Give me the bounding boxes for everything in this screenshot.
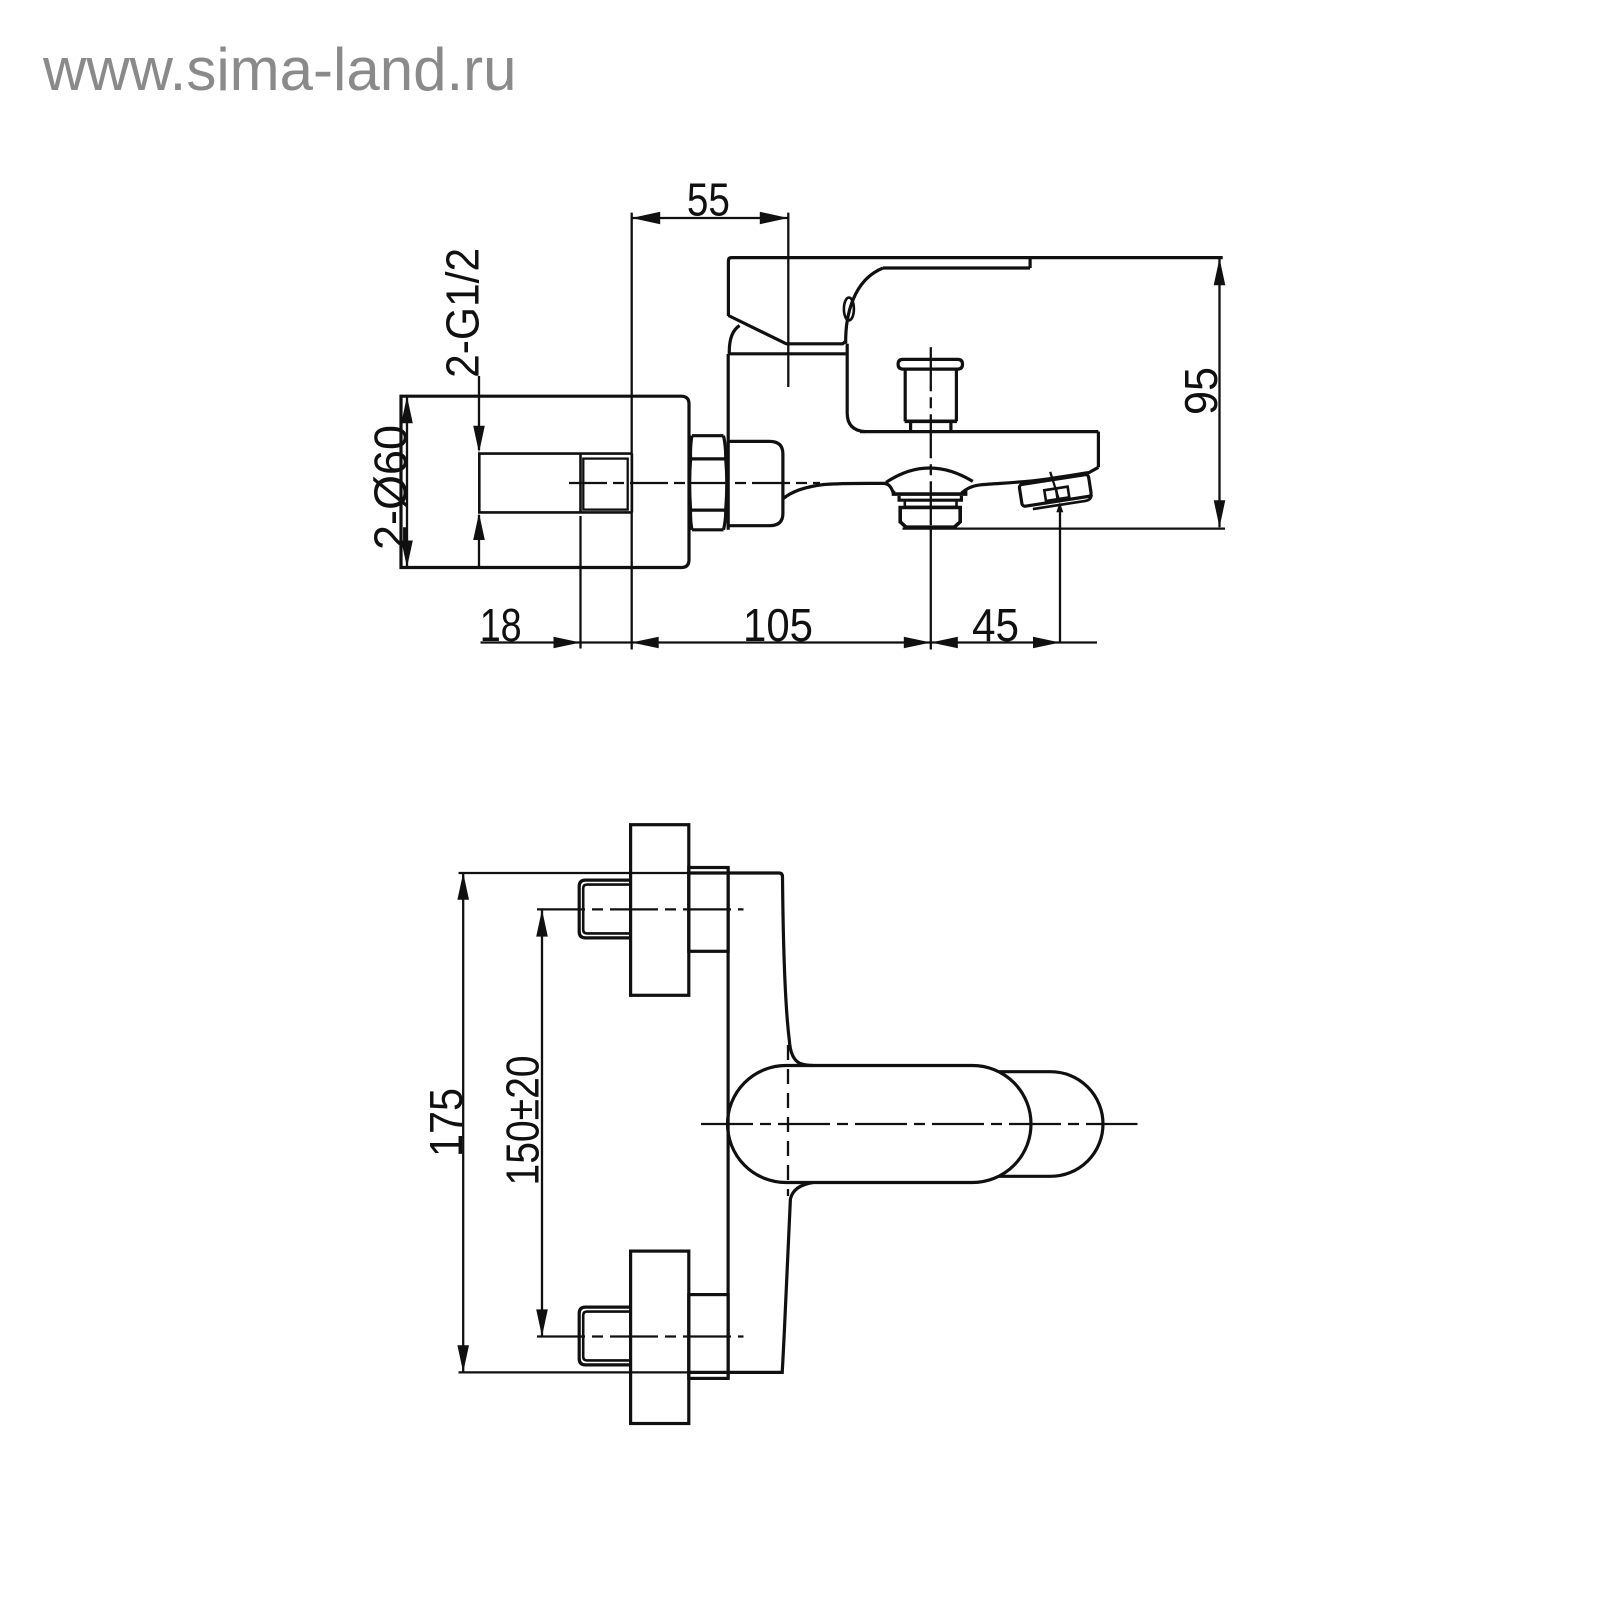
svg-text:www.sima-land.ru: www.sima-land.ru	[42, 36, 516, 103]
svg-text:105: 105	[743, 599, 813, 651]
svg-text:95: 95	[1175, 367, 1227, 415]
svg-text:175: 175	[420, 1088, 472, 1157]
svg-text:55: 55	[687, 174, 730, 226]
svg-text:2-Ø60: 2-Ø60	[365, 425, 417, 550]
svg-text:2-G1/2: 2-G1/2	[437, 248, 489, 378]
svg-text:45: 45	[972, 599, 1019, 651]
svg-text:150±20: 150±20	[497, 1056, 549, 1186]
svg-text:18: 18	[480, 599, 522, 651]
